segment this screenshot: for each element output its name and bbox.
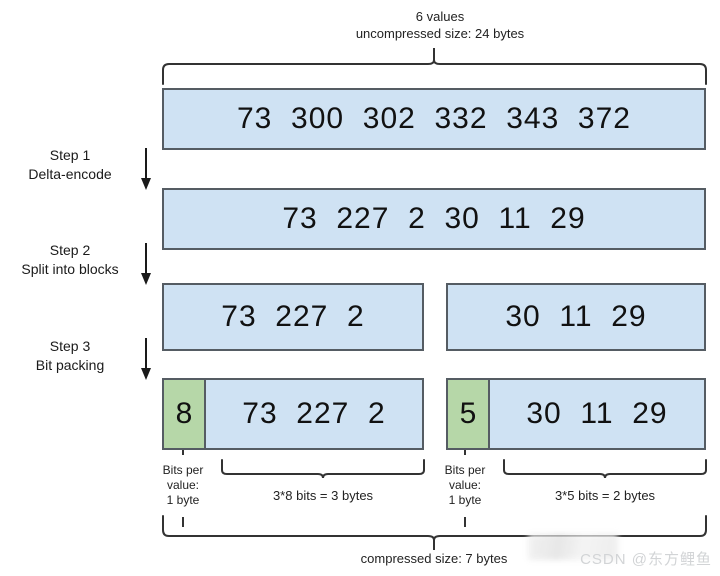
step-label-1: Step 1 Delta-encode [0,146,140,184]
step-3-number: Step 3 [49,338,91,354]
packed-block-2: 5 30 11 29 [446,378,706,450]
packed-block-2-payload: 30 11 29 [526,397,668,430]
bits-per-value-right-line-2: value: [448,478,482,492]
packed-block-1-bitwidth: 8 [164,380,206,448]
delta-encoded-box: 73 227 2 30 11 29 [162,188,706,250]
step-1-arrow-head [141,178,151,190]
bits-per-value-note-right: Bits per value: 1 byte [432,463,498,508]
top-caption: 6 values uncompressed size: 24 bytes [300,8,580,42]
split-block-2-text: 30 11 29 [505,300,647,333]
step-3-name: Bit packing [35,357,105,373]
top-bracket [162,59,707,85]
payload-size-note-right: 3*5 bits = 2 bytes [554,488,656,503]
bits-per-value-left-line-3: 1 byte [166,493,200,507]
top-caption-line-1: 6 values [415,9,465,24]
split-block-1-text: 73 227 2 [221,300,365,333]
bits-per-value-left-line-1: Bits per [162,463,204,477]
top-caption-line-2: uncompressed size: 24 bytes [355,26,525,41]
step-1-number: Step 1 [49,147,91,163]
original-values-text: 73 300 302 332 343 372 [237,102,631,135]
bits-per-value-right-line-3: 1 byte [448,493,482,507]
packed-block-2-bitwidth: 5 [448,380,490,448]
payload-bracket-right [503,459,707,479]
bottom-caption: compressed size: 7 bytes [360,551,508,566]
packed-block-1: 8 73 227 2 [162,378,424,450]
bits-per-value-right-line-1: Bits per [444,463,486,477]
step-2-number: Step 2 [49,242,91,258]
step-3-arrow-head [141,368,151,380]
step-2-arrow-head [141,273,151,285]
split-block-1: 73 227 2 [162,283,424,351]
bits-per-value-note-left: Bits per value: 1 byte [150,463,216,508]
bottom-bracket [162,515,707,541]
split-block-2: 30 11 29 [446,283,706,351]
packed-block-1-payload: 73 227 2 [242,397,386,430]
watermark-blur-patch [528,534,618,560]
bits-per-value-left-line-2: value: [166,478,200,492]
payload-bracket-left [221,459,425,479]
step-1-name: Delta-encode [28,166,112,182]
step-2-name: Split into blocks [21,261,119,277]
payload-size-note-left: 3*8 bits = 3 bytes [272,488,374,503]
step-label-2: Step 2 Split into blocks [0,241,140,279]
step-label-3: Step 3 Bit packing [0,337,140,375]
csdn-watermark: CSDN @东方鲤鱼 [580,551,712,568]
original-values-box: 73 300 302 332 343 372 [162,88,706,150]
delta-encoded-text: 73 227 2 30 11 29 [282,202,586,235]
